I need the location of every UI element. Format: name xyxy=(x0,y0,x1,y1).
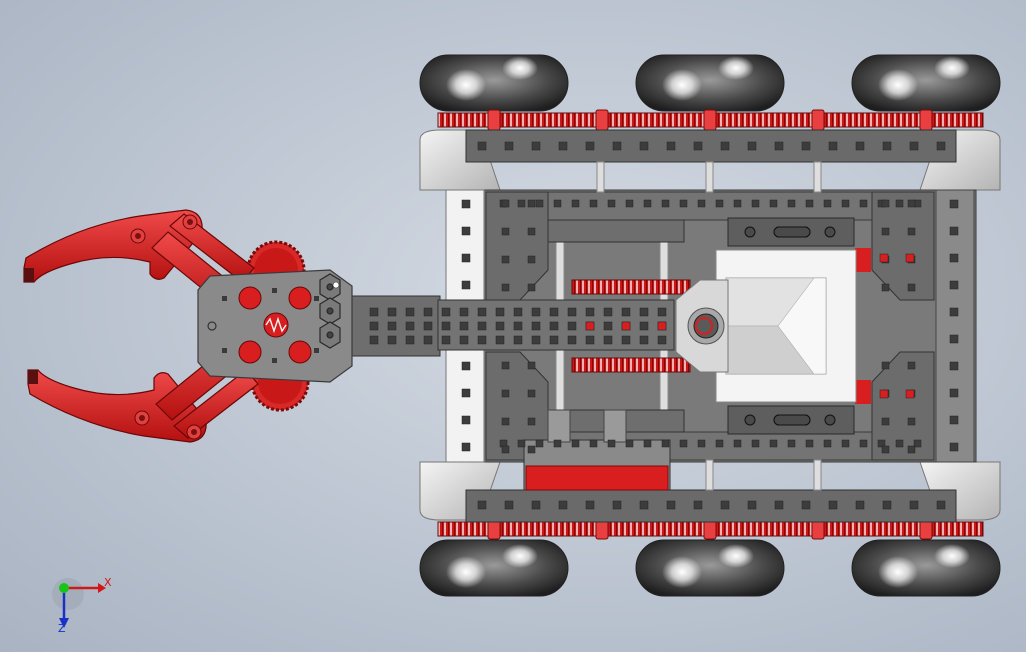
axis-label-x: X xyxy=(104,576,112,589)
hex-nuts xyxy=(319,273,341,349)
wheel-top-middle[interactable] xyxy=(635,54,785,112)
arm-beam[interactable] xyxy=(329,295,675,357)
axis-triad: X Z xyxy=(52,576,112,635)
gear-racks[interactable] xyxy=(437,109,984,540)
wheel-top-left[interactable] xyxy=(419,54,569,112)
wheel-bottom-middle[interactable] xyxy=(635,539,785,597)
axis-label-z: Z xyxy=(58,622,66,635)
wheel-bottom-left[interactable] xyxy=(419,539,569,597)
wheel-top-right[interactable] xyxy=(851,54,1001,112)
side-rail-top xyxy=(465,129,957,163)
wheel-bottom-right[interactable] xyxy=(851,539,1001,597)
side-rail-bottom xyxy=(465,489,957,523)
chassis-holes xyxy=(461,141,959,510)
wheels[interactable] xyxy=(419,54,1001,597)
battery[interactable] xyxy=(523,439,671,491)
claw[interactable] xyxy=(23,209,353,443)
claw-base-plate[interactable] xyxy=(197,269,353,383)
